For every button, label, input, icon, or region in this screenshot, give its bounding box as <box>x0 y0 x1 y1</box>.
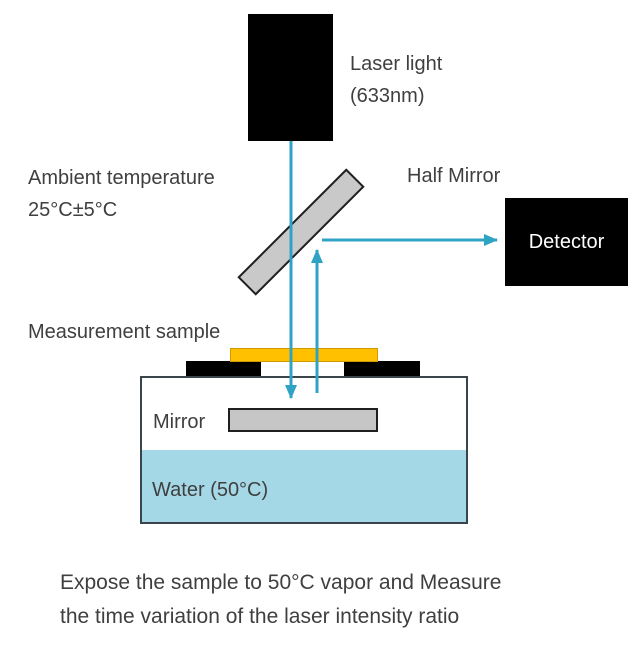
half-mirror-shape <box>237 168 365 296</box>
measurement-sample-label: Measurement sample <box>28 321 221 343</box>
ambient-temperature-line1: Ambient temperature <box>28 167 215 189</box>
mirror-shape <box>228 408 378 432</box>
caption-line1: Expose the sample to 50°C vapor and Meas… <box>60 571 502 594</box>
caption: Expose the sample to 50°C vapor and Meas… <box>60 566 600 634</box>
laser-light-label-line2: (633nm) <box>350 85 425 107</box>
water-area <box>142 450 466 522</box>
laser-light-label-line1: Laser light <box>350 53 443 75</box>
detector-box: Detector <box>505 198 628 286</box>
sample-support-right <box>344 361 420 376</box>
ambient-temperature-label: Ambient temperature 25°C±5°C <box>28 162 215 226</box>
laser-source-box <box>248 14 333 141</box>
caption-line2: the time variation of the laser intensit… <box>60 605 460 628</box>
measurement-sample-shape <box>230 348 378 362</box>
detector-label: Detector <box>528 230 605 253</box>
sample-support-left <box>186 361 261 376</box>
half-mirror-label: Half Mirror <box>407 165 501 187</box>
ambient-temperature-line2: 25°C±5°C <box>28 199 118 221</box>
water-label: Water (50°C) <box>152 479 269 501</box>
laser-light-label: Laser light (633nm) <box>350 48 442 112</box>
mirror-label: Mirror <box>153 411 206 433</box>
